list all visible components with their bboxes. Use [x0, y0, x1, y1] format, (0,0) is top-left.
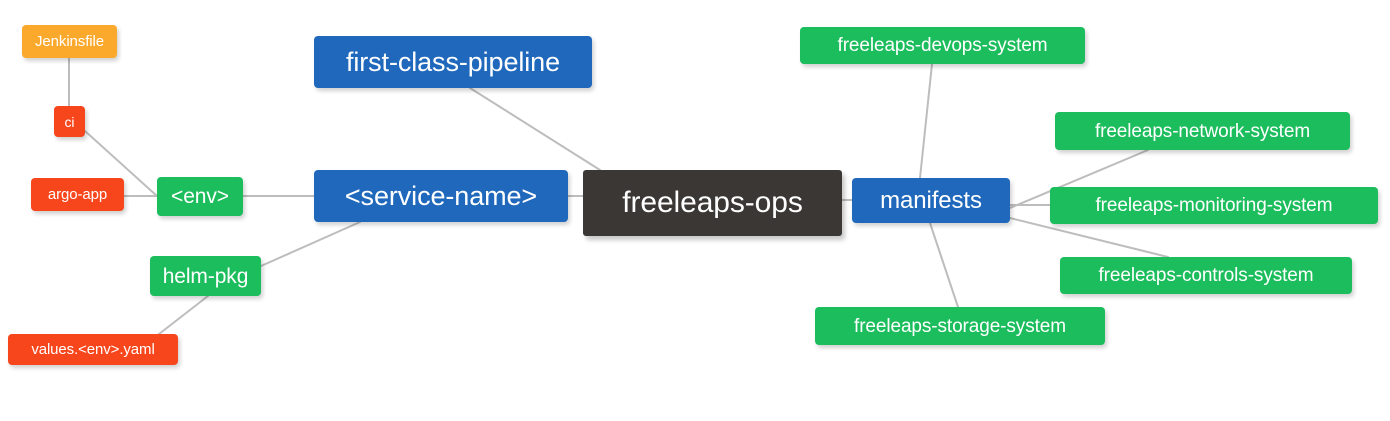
node-freeleaps-storage-system[interactable]: freeleaps-storage-system	[815, 307, 1105, 345]
node-freeleaps-ops[interactable]: freeleaps-ops	[583, 170, 842, 236]
node-jenkinsfile[interactable]: Jenkinsfile	[22, 25, 117, 58]
node-freeleaps-monitoring-system[interactable]: freeleaps-monitoring-system	[1050, 187, 1378, 224]
node-env[interactable]: <env>	[157, 177, 243, 216]
edge-manifests-to-freeleaps-devops-system	[919, 63, 933, 179]
edge-manifests-to-freeleaps-storage-system	[929, 222, 959, 308]
node-first-class-pipeline[interactable]: first-class-pipeline	[314, 36, 592, 88]
node-manifests[interactable]: manifests	[852, 178, 1010, 223]
edge-first-class-pipeline-to-freeleaps-ops	[469, 87, 601, 171]
node-freeleaps-devops-system[interactable]: freeleaps-devops-system	[800, 27, 1085, 64]
node-freeleaps-controls-system[interactable]: freeleaps-controls-system	[1060, 257, 1352, 294]
edge-helm-pkg-to-service-name	[260, 221, 361, 267]
node-freeleaps-network-system[interactable]: freeleaps-network-system	[1055, 112, 1350, 150]
node-values-yaml[interactable]: values.<env>.yaml	[8, 334, 178, 365]
node-argo-app[interactable]: argo-app	[31, 178, 124, 211]
node-service-name[interactable]: <service-name>	[314, 170, 568, 222]
node-ci[interactable]: ci	[54, 106, 85, 137]
node-helm-pkg[interactable]: helm-pkg	[150, 256, 261, 296]
